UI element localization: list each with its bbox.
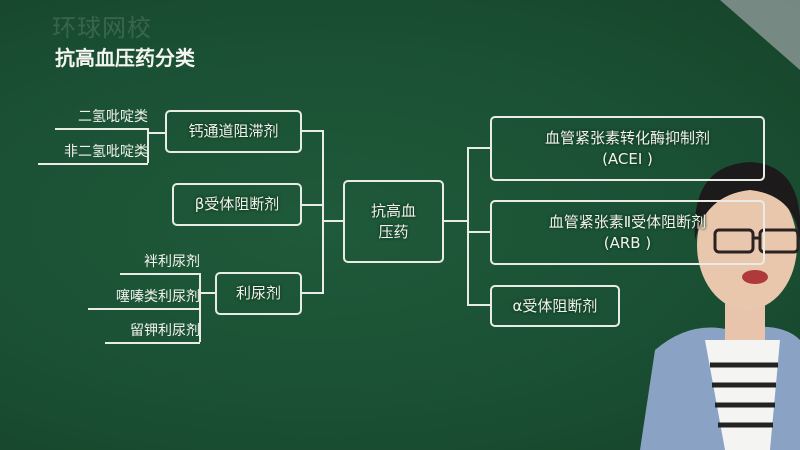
center-line-2: 压药: [378, 222, 409, 241]
leaf-loop-diuretic: 袢利尿剂: [120, 251, 200, 275]
leaf-thiazide-diuretic: 噻嗪类利尿剂: [88, 286, 200, 310]
corner-decoration: [720, 0, 800, 70]
leaf-potassium-sparing-diuretic: 留钾利尿剂: [105, 320, 200, 344]
presenter-video: [640, 162, 800, 450]
box-acei: 血管紧张素转化酶抑制剂 (ACEI ): [490, 116, 765, 181]
leaf-dihydropyridine: 二氢吡啶类: [55, 106, 148, 130]
box-alpha-blocker: α受体阻断剂: [490, 285, 620, 327]
acei-abbr: (ACEI ): [602, 149, 653, 168]
box-beta-blocker: β受体阻断剂: [172, 183, 302, 226]
box-antihypertensive-center: 抗高血 压药: [343, 180, 444, 263]
box-arb: 血管紧张素Ⅱ受体阻断剂 (ARB ): [490, 200, 765, 265]
arb-abbr: (ARB ): [603, 233, 652, 252]
box-diuretic: 利尿剂: [215, 272, 302, 315]
leaf-non-dihydropyridine: 非二氢吡啶类: [38, 141, 148, 165]
center-line-1: 抗高血: [370, 201, 416, 220]
arb-label: 血管紧张素Ⅱ受体阻断剂: [548, 212, 707, 231]
page-title: 抗高血压药分类: [55, 46, 195, 70]
acei-label: 血管紧张素转化酶抑制剂: [544, 128, 710, 147]
watermark-logo: 环球网校: [52, 14, 152, 42]
box-calcium-channel-blocker: 钙通道阻滞剂: [165, 110, 302, 153]
